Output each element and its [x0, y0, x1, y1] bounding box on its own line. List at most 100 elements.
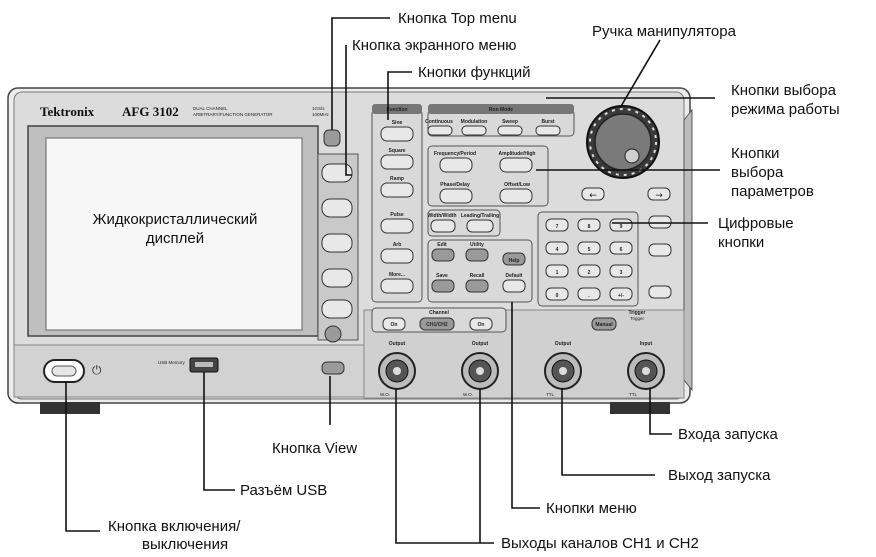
model-desc-1: DUAL CHANNEL [193, 106, 228, 111]
label-power-line1: Кнопка включения/ [108, 518, 241, 535]
recall-label: Recall [470, 273, 485, 279]
modulation-button[interactable] [462, 126, 486, 135]
bezel-buttons [318, 154, 358, 340]
foot-right [610, 402, 670, 414]
bezel-button-5[interactable] [322, 300, 352, 318]
help-label: Help [509, 258, 520, 264]
rotary-knob[interactable] [587, 106, 659, 178]
width-group: Width/Width Leading/Trailing [427, 210, 500, 236]
label-top-menu: Кнопка Top menu [398, 10, 517, 27]
sine-button[interactable] [381, 127, 413, 141]
default-button[interactable] [503, 280, 525, 292]
edit-button[interactable] [432, 249, 454, 261]
trigger-input-label: Input [640, 341, 653, 347]
ch1-output-mark: W.O. [380, 392, 390, 397]
save-label: Save [436, 273, 448, 279]
usb-memory-label: USB Memory [158, 360, 186, 365]
keypad-key-label: 7 [556, 224, 559, 230]
utility-button[interactable] [466, 249, 488, 261]
arb-label: Arb [393, 242, 402, 248]
save-button[interactable] [432, 280, 454, 292]
label-screen-menu: Кнопка экранного меню [352, 37, 517, 54]
view-button[interactable] [322, 362, 344, 374]
burst-label: Burst [541, 119, 554, 125]
menu-buttons-group: Edit Utility Help Save Recall Default [428, 240, 532, 302]
default-label: Default [506, 273, 523, 279]
bezel-button-4[interactable] [322, 269, 352, 287]
frequency-label: Frequency/Period [434, 151, 476, 157]
trigger-input-mark: TTL [629, 392, 637, 397]
keypad-key-label: +/- [618, 293, 624, 299]
pulse-button[interactable] [381, 219, 413, 233]
run-mode-group: Run Mode Continuous Modulation Sweep Bur… [425, 104, 574, 136]
square-label: Square [389, 148, 406, 154]
display-label-line2: дисплей [146, 230, 204, 247]
bezel-button-3[interactable] [322, 234, 352, 252]
ch1-output-label: Output [389, 341, 406, 347]
display-label-line1: Жидкокристаллический [93, 211, 258, 228]
burst-button[interactable] [536, 126, 560, 135]
pulse-label: Pulse [390, 212, 404, 218]
ch1-ch2-label: CH1/CH2 [426, 322, 448, 328]
phase-label: Phase/Delay [440, 182, 470, 188]
trigger-input-connector[interactable] [628, 353, 664, 389]
phase-button[interactable] [440, 189, 472, 203]
label-mode-line1: Кнопки выбора [731, 82, 837, 99]
label-params-line3: параметров [731, 183, 814, 200]
label-view: Кнопка View [272, 440, 357, 457]
edit-label: Edit [437, 242, 447, 248]
channel-group: Channel On CH1/CH2 On [372, 308, 506, 332]
ch2-output-mark: W.O. [463, 392, 473, 397]
keypad-key-label: 2 [588, 270, 591, 276]
ramp-label: Ramp [390, 176, 404, 182]
leading-trailing-button[interactable] [467, 220, 493, 232]
channel-title: Channel [429, 310, 449, 316]
label-trigger-input: Входа запуска [678, 426, 779, 443]
continuous-label: Continuous [425, 119, 453, 125]
bezel-button-1[interactable] [322, 164, 352, 182]
trigger-sub-label: Trigger [630, 316, 645, 321]
arrow-right-icon: → [655, 191, 663, 201]
sweep-button[interactable] [498, 126, 522, 135]
width-label: Width/Width [427, 213, 456, 219]
spec-1: 1GS/s [312, 106, 325, 111]
ch1-output-connector[interactable] [379, 353, 415, 389]
continuous-button[interactable] [428, 126, 452, 135]
ch2-output-connector[interactable] [462, 353, 498, 389]
unit-button-2[interactable] [649, 244, 671, 256]
modulation-label: Modulation [461, 119, 488, 125]
label-params-line2: выбора [731, 164, 784, 181]
recall-button[interactable] [466, 280, 488, 292]
more-label: More... [389, 272, 406, 278]
amplitude-button[interactable] [500, 158, 532, 172]
sine-label: Sine [392, 120, 403, 126]
sweep-label: Sweep [502, 119, 518, 125]
offset-button[interactable] [500, 189, 532, 203]
arb-button[interactable] [381, 249, 413, 263]
square-button[interactable] [381, 155, 413, 169]
width-button[interactable] [431, 220, 455, 232]
label-usb: Разъём USB [240, 482, 327, 499]
return-button[interactable] [325, 326, 341, 342]
enter-button[interactable] [649, 286, 671, 298]
ramp-button[interactable] [381, 183, 413, 197]
amplitude-label: Amplitude/High [499, 151, 536, 157]
model-desc-2: ARBITRARY/FUNCTION GENERATOR [193, 112, 273, 117]
more-button[interactable] [381, 279, 413, 293]
foot-left [40, 402, 100, 414]
unit-button-1[interactable] [649, 216, 671, 228]
frequency-button[interactable] [440, 158, 472, 172]
arrow-left-icon: ← [589, 191, 597, 201]
bezel-button-2[interactable] [322, 199, 352, 217]
keypad-key-label: 9 [620, 224, 623, 230]
offset-label: Offset/Low [504, 182, 530, 188]
function-group-title: Function [386, 107, 407, 113]
label-digits-line1: Цифровые [718, 215, 794, 232]
keypad-key-label: 6 [620, 247, 623, 253]
top-menu-button[interactable] [324, 130, 340, 146]
trigger-output-connector[interactable] [545, 353, 581, 389]
leading-trailing-label: Leading/Trailing [461, 213, 499, 219]
label-trigger-output: Выход запуска [668, 467, 771, 484]
label-knob: Ручка манипулятора [592, 23, 737, 40]
